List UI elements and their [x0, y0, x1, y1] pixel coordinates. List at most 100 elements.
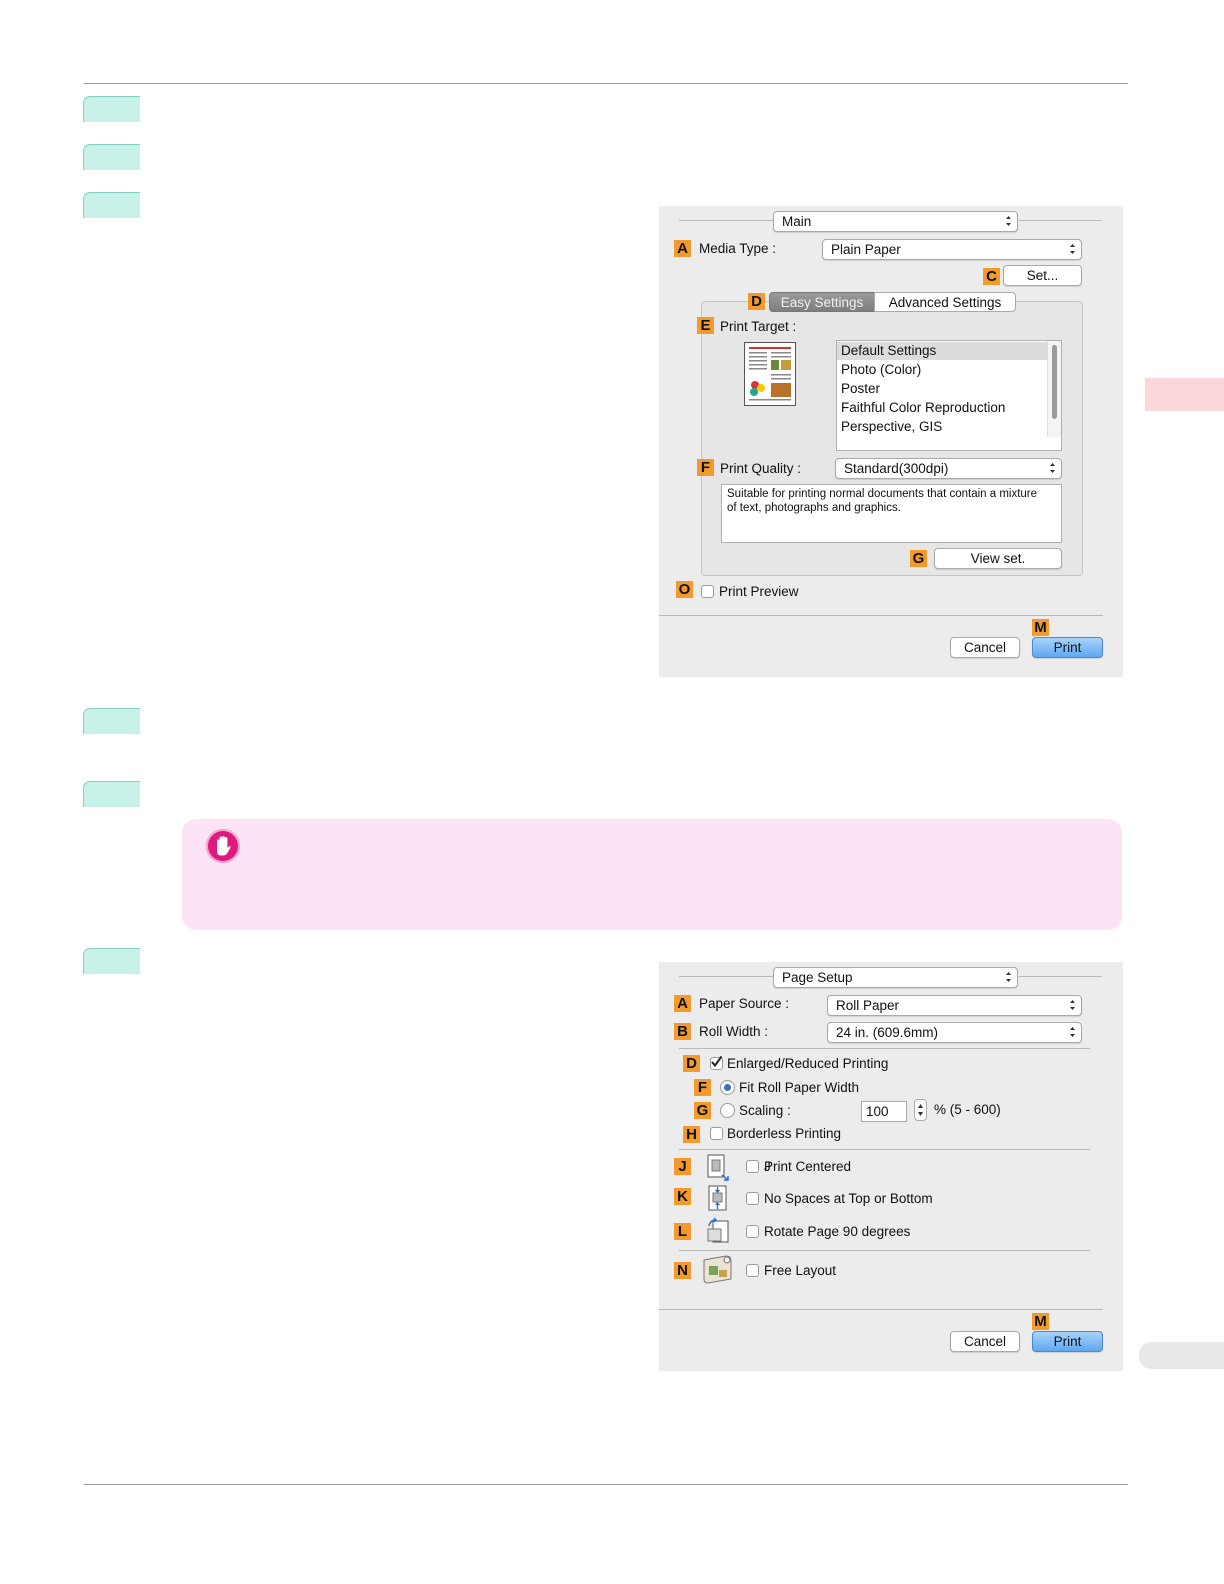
cancel-button[interactable]: Cancel [950, 637, 1020, 658]
list-item[interactable]: Default Settings [841, 343, 937, 358]
print-button[interactable]: Print [1032, 1331, 1103, 1352]
scaling-stepper[interactable] [914, 1099, 927, 1121]
step-tab-6 [83, 948, 140, 974]
updown-arrows-icon [1070, 1027, 1075, 1037]
roll-width-select[interactable]: 24 in. (609.6mm) [827, 1022, 1082, 1043]
step-tab-5 [83, 781, 140, 807]
important-note [182, 819, 1122, 930]
roll-width-value: 24 in. (609.6mm) [836, 1025, 939, 1040]
list-item[interactable]: Perspective, GIS [841, 419, 943, 434]
updown-arrows-icon [1050, 463, 1055, 473]
tab-easy-settings[interactable]: Easy Settings [769, 292, 875, 312]
badge-f: F [697, 459, 714, 476]
separator [1019, 976, 1102, 977]
print-centered-text: Print Centered [764, 1159, 852, 1174]
page-setup-dialog: Page Setup A Paper Source : Roll Paper B… [659, 962, 1123, 1371]
fit-roll-label: Fit Roll Paper Width [739, 1080, 860, 1095]
page-number-tab [1139, 1342, 1224, 1369]
updown-arrows-icon [1006, 972, 1011, 982]
cancel-button[interactable]: Cancel [950, 1331, 1020, 1352]
badge-k: K [674, 1188, 691, 1205]
stepper-arrows-icon [918, 1104, 923, 1116]
quality-description: Suitable for printing normal documents t… [721, 484, 1062, 543]
updown-arrows-icon [1070, 1000, 1075, 1010]
hand-stop-icon [206, 829, 240, 863]
print-target-label: Print Target : [720, 319, 797, 334]
step-tab-4 [83, 708, 140, 734]
updown-arrows-icon [1070, 244, 1075, 254]
badge-o: O [676, 581, 693, 598]
badge-m: M [1032, 1313, 1049, 1330]
list-item[interactable]: Faithful Color Reproduction [841, 400, 1006, 415]
top-rule [84, 83, 1128, 84]
step-tab-2 [83, 144, 140, 170]
badge-b: B [674, 1023, 691, 1040]
selected-row-highlight [837, 342, 1047, 360]
badge-a: A [674, 995, 691, 1012]
badge-f: F [694, 1079, 711, 1096]
step-tab-3 [83, 192, 140, 218]
no-spaces-checkbox[interactable] [746, 1192, 759, 1205]
free-layout-checkbox[interactable] [746, 1264, 759, 1277]
separator [679, 1149, 1090, 1150]
badge-g: G [910, 550, 927, 567]
set-button[interactable]: Set... [1003, 265, 1082, 286]
separator [1019, 220, 1102, 221]
bottom-rule [84, 1484, 1128, 1485]
panel-popup[interactable]: Page Setup [773, 967, 1018, 988]
media-type-value: Plain Paper [831, 242, 901, 257]
paper-source-select[interactable]: Roll Paper [827, 995, 1082, 1016]
badge-c: C [983, 268, 1000, 285]
print-quality-value: Standard(300dpi) [844, 461, 949, 476]
separator [679, 1048, 1090, 1049]
view-set-button[interactable]: View set. [934, 548, 1062, 569]
media-type-select[interactable]: Plain Paper [822, 239, 1082, 260]
panel-popup[interactable]: Main [773, 211, 1018, 232]
badge-d: D [748, 293, 765, 310]
print-quality-select[interactable]: Standard(300dpi) [835, 458, 1062, 479]
badge-d: D [683, 1055, 700, 1072]
scrollbar[interactable] [1047, 341, 1061, 437]
rotate-label: Rotate Page 90 degrees [764, 1224, 911, 1239]
roll-width-label: Roll Width : [699, 1024, 769, 1039]
print-target-list[interactable]: Default Settings Photo (Color) Poster Fa… [836, 340, 1062, 451]
badge-g: G [694, 1102, 711, 1119]
enlarged-checkbox[interactable] [710, 1055, 723, 1070]
no-spaces-icon [706, 1184, 730, 1212]
document-preview-icon [744, 342, 796, 406]
print-centered-checkbox[interactable] [746, 1160, 759, 1173]
list-item[interactable]: Poster [841, 381, 881, 396]
badge-m: M [1032, 619, 1049, 636]
separator [659, 1309, 1103, 1310]
free-layout-label: Free Layout [764, 1263, 837, 1278]
scaling-label: Scaling : [739, 1103, 791, 1118]
scaling-input[interactable]: 100 [861, 1101, 907, 1122]
rotate-page-icon [705, 1217, 731, 1245]
updown-arrows-icon [1006, 216, 1011, 226]
fit-roll-radio[interactable] [720, 1080, 735, 1095]
badge-a: A [674, 240, 691, 257]
print-centered-label: J [764, 1159, 771, 1174]
step-tab-1 [83, 96, 140, 122]
paper-source-value: Roll Paper [836, 998, 900, 1013]
print-preview-checkbox[interactable] [701, 585, 714, 598]
scaling-range-label: % (5 - 600) [934, 1102, 1001, 1117]
borderless-label: Borderless Printing [727, 1126, 842, 1141]
badge-h: H [683, 1126, 700, 1143]
list-item[interactable]: Photo (Color) [841, 362, 922, 377]
media-type-label: Media Type : [699, 241, 777, 256]
badge-n: N [674, 1262, 691, 1279]
separator [679, 220, 773, 221]
separator [679, 1250, 1090, 1251]
borderless-checkbox[interactable] [710, 1127, 723, 1140]
print-button[interactable]: Print [1032, 637, 1103, 658]
no-spaces-label: No Spaces at Top or Bottom [764, 1191, 933, 1206]
free-layout-icon [700, 1252, 734, 1286]
rotate-checkbox[interactable] [746, 1225, 759, 1238]
panel-popup-label: Page Setup [782, 970, 853, 985]
badge-l: L [674, 1223, 691, 1240]
scaling-radio[interactable] [720, 1103, 735, 1118]
scrollbar-thumb[interactable] [1052, 345, 1057, 419]
badge-e: E [697, 317, 714, 334]
tab-advanced-settings[interactable]: Advanced Settings [874, 292, 1016, 312]
